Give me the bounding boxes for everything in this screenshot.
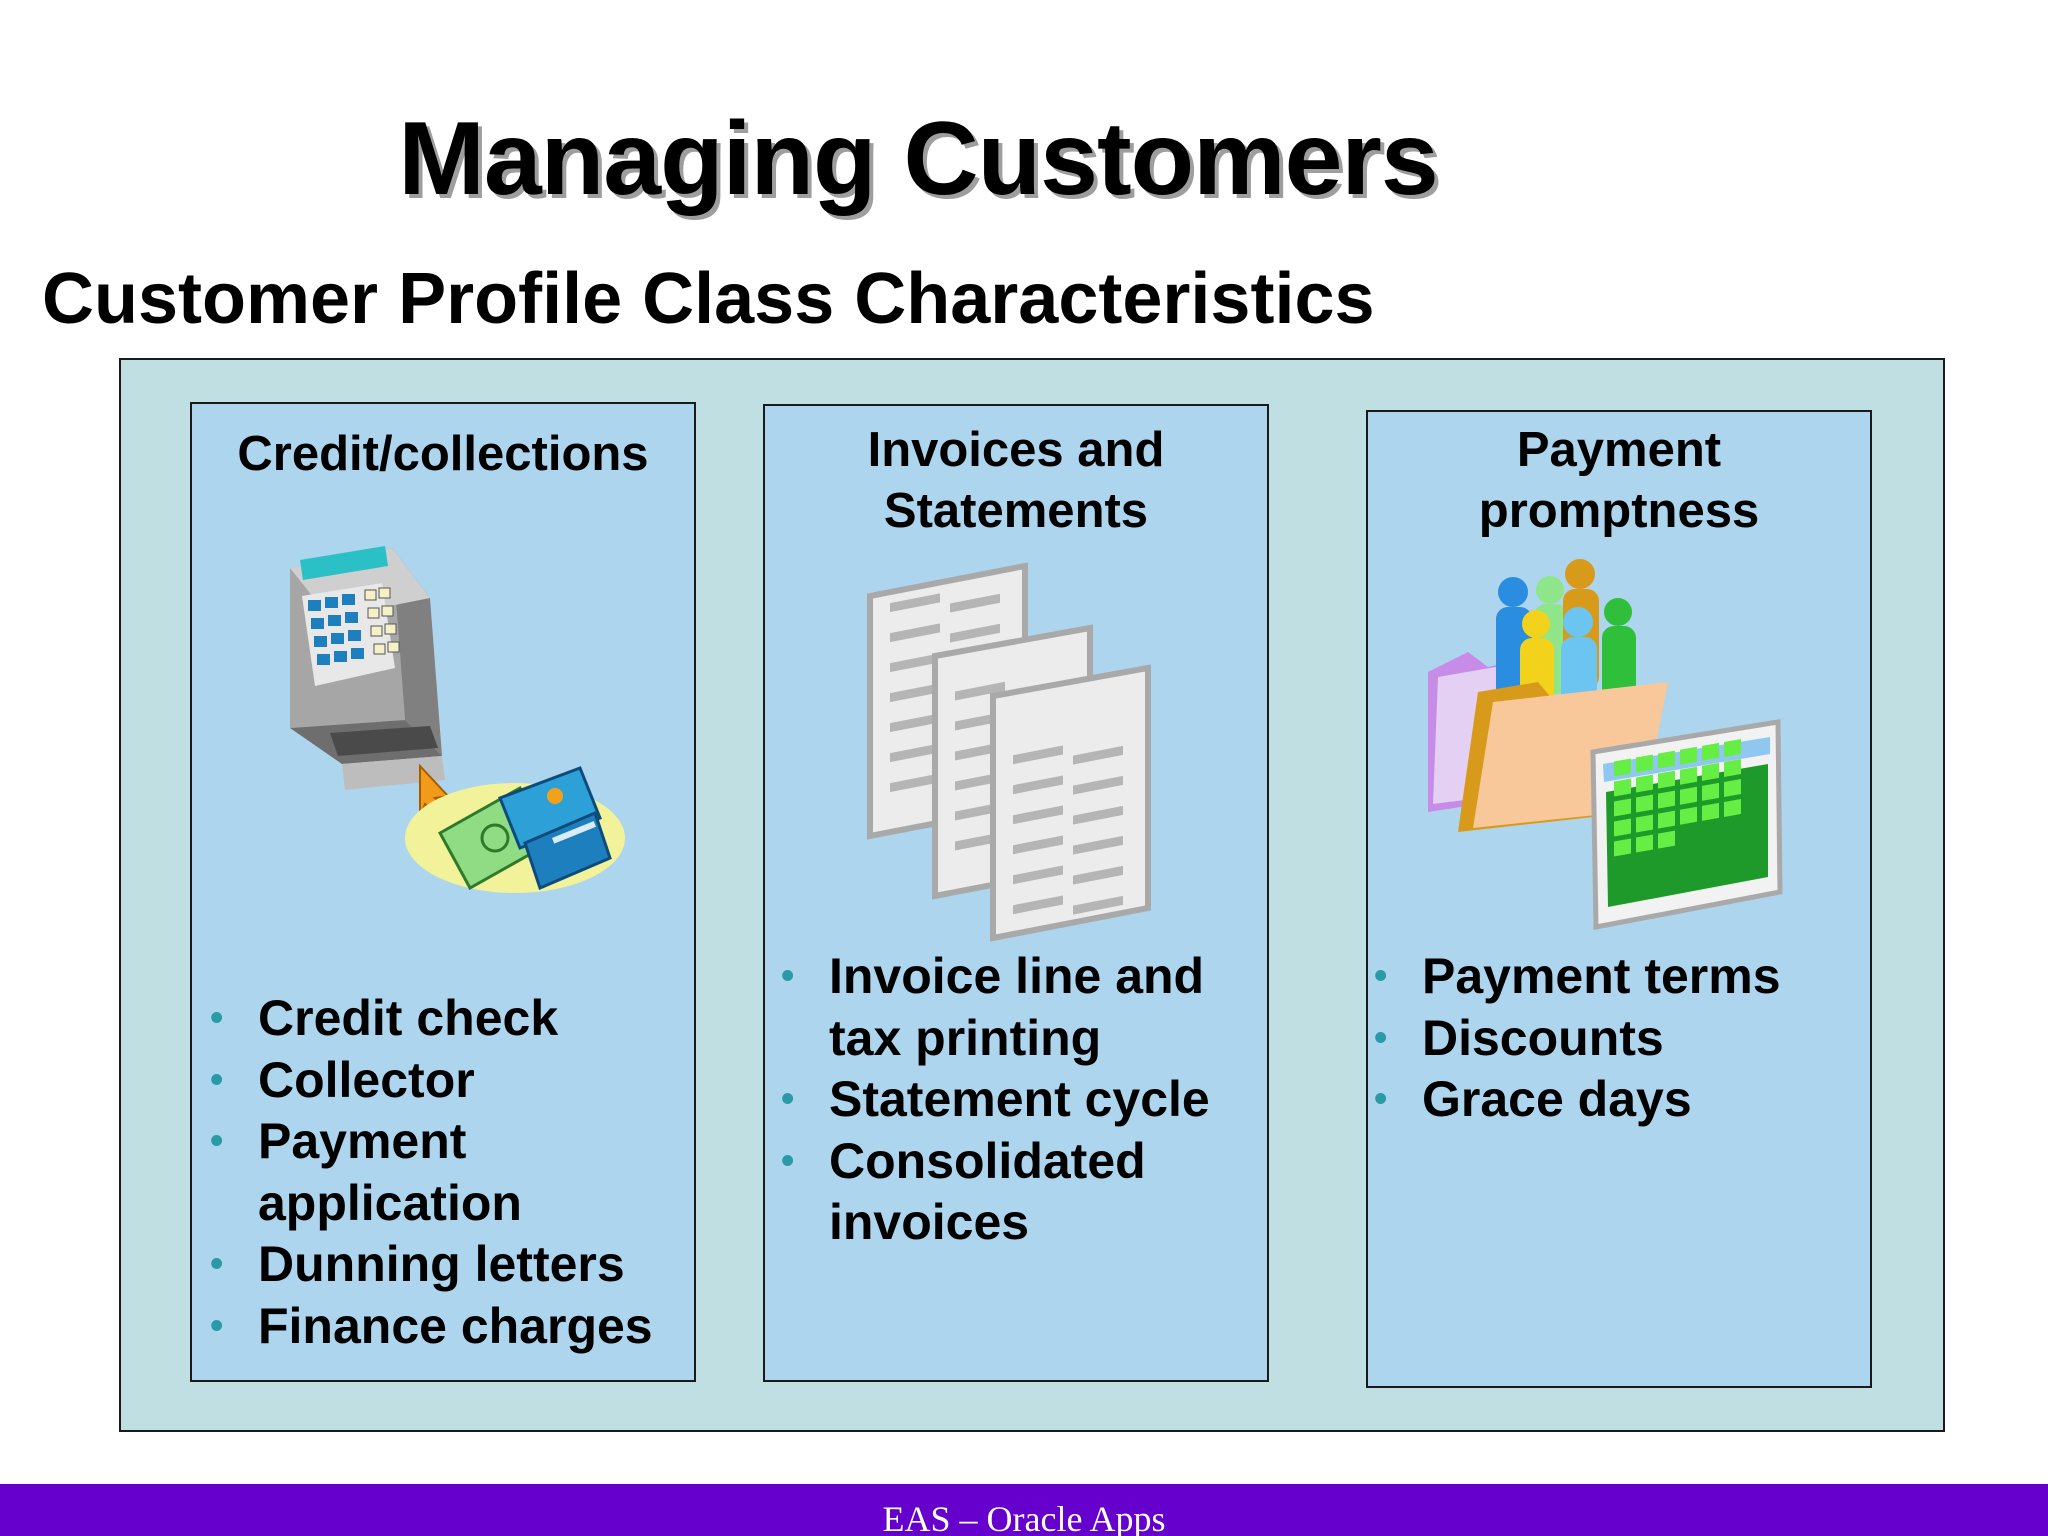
payment-promptness-list: Payment terms Discounts Grace days: [1370, 946, 1870, 1131]
list-item: Dunning letters: [206, 1234, 686, 1296]
list-item: Collector: [206, 1050, 686, 1112]
credit-collections-list: Credit check Collector Payment applicati…: [206, 988, 686, 1357]
list-item: Payment terms: [1370, 946, 1870, 1008]
list-item: Invoice line and tax printing: [777, 946, 1209, 1069]
customer-folder-calendar-icon: [1428, 559, 1783, 931]
list-item: Consolidated invoices: [777, 1131, 1149, 1254]
list-item: Finance charges: [206, 1296, 686, 1358]
cash-register-icon: [290, 546, 625, 893]
list-item: Credit check: [206, 988, 686, 1050]
list-item: Statement cycle: [777, 1069, 1267, 1131]
card-title: Invoices and Statements: [867, 423, 1165, 538]
slide-title: Managing Customers: [398, 101, 1438, 217]
invoices-statements-list: Invoice line and tax printing Statement …: [777, 946, 1267, 1254]
list-item: Grace days: [1370, 1069, 1870, 1131]
list-item: Payment application: [206, 1111, 578, 1234]
list-item: Discounts: [1370, 1008, 1870, 1070]
card-title: Credit/collections: [237, 427, 649, 481]
card-title: Payment promptness: [1478, 423, 1760, 538]
card-credit-collections: Credit/collections: [190, 402, 696, 1382]
footer-bar: EAS – Oracle Apps: [0, 1484, 2048, 1536]
characteristics-panel: Credit/collections: [119, 358, 1945, 1432]
documents-icon: [867, 562, 1151, 942]
card-invoices-statements: Invoices and Statements: [763, 404, 1269, 1382]
slide-subtitle: Customer Profile Class Characteristics: [42, 259, 1375, 339]
card-payment-promptness: Payment promptness: [1366, 410, 1872, 1388]
